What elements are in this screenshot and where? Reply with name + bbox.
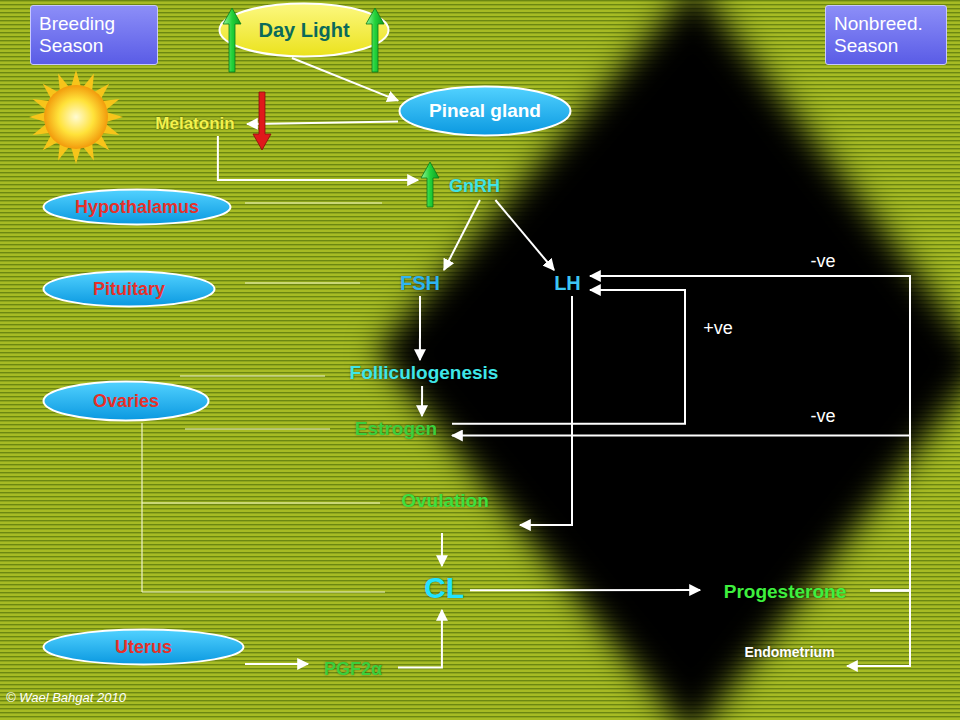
process-node: Ovulation <box>370 489 520 533</box>
flow-arrow <box>218 136 418 180</box>
flow-arrow <box>470 589 700 591</box>
organ-ellipse: Pituitary <box>42 270 216 308</box>
node-text: LH <box>554 272 581 295</box>
sun-ray <box>71 70 81 87</box>
organ-ellipse: Uterus <box>42 628 245 666</box>
ellipse-outline <box>44 630 244 665</box>
leader-line <box>245 202 382 203</box>
increase-arrow <box>366 8 384 72</box>
ovary-bracket <box>141 423 142 592</box>
node-text: Progesterone <box>724 581 846 603</box>
node-text: Endometrium <box>744 644 834 660</box>
hormone-node: GnRH <box>418 172 504 200</box>
tissue-node: Endometrium <box>732 642 847 672</box>
season-box: Nonbreed. Season <box>825 5 947 65</box>
flow-arrow <box>444 200 480 270</box>
node-text: Hypothalamus <box>75 197 199 218</box>
feedback-sign: +ve <box>703 318 733 339</box>
flow-arrow <box>495 200 554 270</box>
node-text: Melatonin <box>155 114 234 134</box>
flow-arrow <box>398 610 442 668</box>
node-text: Uterus <box>115 637 172 658</box>
ellipse-outline <box>44 382 209 421</box>
leader-line <box>245 282 360 283</box>
node-text: Folliculogenesis <box>350 362 499 384</box>
season-box: Breeding Season <box>30 5 158 65</box>
increase-arrow <box>421 162 439 207</box>
flow-arrow <box>247 121 398 124</box>
flow-arrow <box>292 58 398 101</box>
flow-arrow <box>421 386 423 416</box>
dark-diamond <box>376 0 960 720</box>
decrease-arrow <box>253 92 271 150</box>
sun-ray <box>29 112 46 122</box>
hormone-node: Melatonin <box>143 112 247 136</box>
ellipse-outline <box>44 272 215 307</box>
ellipse-outline <box>220 4 389 57</box>
node-text: PGF2α <box>324 659 382 680</box>
node-text: Pituitary <box>93 279 165 300</box>
copyright-note: © Wael Bahgat 2010 <box>6 690 126 705</box>
node-text: Pineal gland <box>429 100 541 122</box>
feedback-arrow <box>452 436 910 591</box>
hormone-node: LH <box>545 270 590 296</box>
node-text: Nonbreed. Season <box>834 13 938 57</box>
flow-arrow <box>419 296 421 360</box>
process-node: Folliculogenesis <box>328 360 520 386</box>
sun-ray <box>106 112 123 122</box>
feedback-arrow <box>452 290 685 424</box>
node-text: GnRH <box>449 176 500 197</box>
node-text: FSH <box>400 272 440 295</box>
feedback-sign: -ve <box>810 406 835 427</box>
organ-ellipse: Ovaries <box>42 380 210 422</box>
node-text: Breeding Season <box>39 13 149 57</box>
node-text: Ovulation <box>401 490 489 512</box>
node-text: Estrogen <box>355 418 437 440</box>
hormone-node: FSH <box>390 270 450 296</box>
leader-line <box>185 428 330 429</box>
flow-arrow <box>520 296 572 525</box>
leader-line <box>142 591 385 592</box>
structure-node: CL <box>418 566 470 610</box>
feedback-sign: -ve <box>810 251 835 272</box>
ellipse-outline <box>400 87 571 136</box>
leader-line <box>180 375 325 376</box>
ellipse-outline <box>44 190 231 225</box>
flow-arrow <box>245 663 308 665</box>
node-text: Day Light <box>258 19 349 42</box>
daylight-ellipse: Day Light <box>218 2 390 58</box>
sun-disc <box>44 85 108 149</box>
sun-icon <box>29 70 123 164</box>
sun-ray <box>71 147 81 164</box>
flow-arrow <box>847 591 910 666</box>
gland-ellipse: Pineal gland <box>398 85 572 137</box>
flow-arrow <box>441 533 443 566</box>
hormone-node: Progesterone <box>700 578 870 606</box>
increase-arrow <box>223 8 241 72</box>
node-text: CL <box>424 571 464 606</box>
node-text: Ovaries <box>93 391 159 412</box>
feedback-arrow <box>590 276 910 591</box>
hormone-node: Estrogen <box>340 416 452 442</box>
leader-line <box>142 502 380 503</box>
hormone-node: PGF2α <box>308 655 398 683</box>
organ-ellipse: Hypothalamus <box>42 188 232 226</box>
